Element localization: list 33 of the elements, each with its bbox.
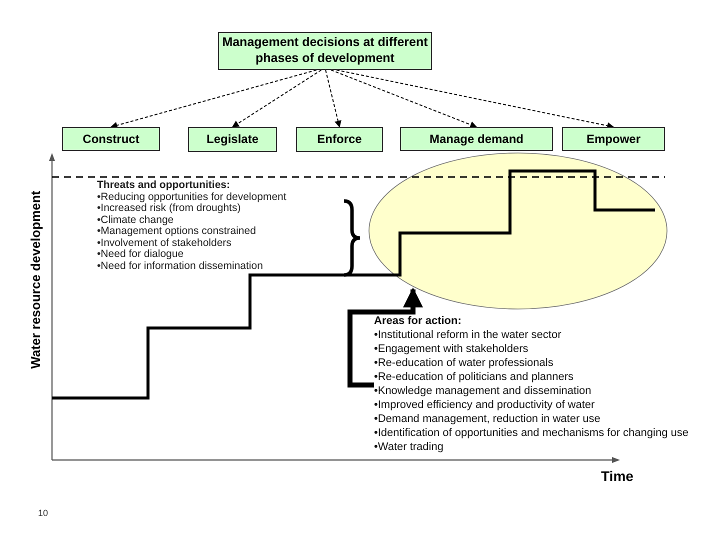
bullet-item: •Management options constrained — [97, 226, 256, 238]
phase-box: Manage demand — [400, 127, 553, 151]
phase-box: Legislate — [188, 127, 277, 152]
dashed-arrow — [110, 70, 317, 129]
section-heading: Threats and opportunities: — [97, 180, 230, 192]
dashed-arrow — [336, 70, 614, 130]
page-number: 10 — [38, 507, 48, 520]
bullet-item: •Climate change — [97, 214, 174, 226]
axis-label: Time — [601, 467, 634, 486]
bullet-item: •Improved efficiency and productivity of water — [374, 398, 595, 412]
bullet-item: •Identification of opportunities and mechanisms for changing use — [374, 426, 688, 440]
bullet-item: •Involvement of stakeholders — [97, 238, 232, 249]
bullet-item: •Demand management, reduction in water use — [374, 412, 600, 426]
bullet-item: •Water trading — [374, 440, 444, 454]
axis-label: Water resource development — [27, 191, 44, 369]
phase-box: Construct — [62, 127, 160, 151]
bullet-item: •Need for information dissemination — [97, 260, 263, 272]
phase-box: Management decisions at different phases of development — [218, 32, 432, 70]
bullet-item: •Knowledge management and dissemination — [374, 384, 592, 398]
section-heading: Areas for action: — [374, 314, 462, 328]
bullet-item: •Reducing opportunities for development — [97, 192, 286, 202]
bullet-item: •Increased risk (from droughts) — [97, 203, 241, 214]
bullet-item: •Need for dialogue — [97, 249, 184, 260]
bullet-item: •Engagement with stakeholders — [374, 342, 528, 356]
thick-arrow — [348, 287, 423, 388]
phase-box: Empower — [562, 127, 665, 151]
bullet-item: •Institutional reform in the water sector — [374, 328, 562, 342]
bullet-item: •Re-education of politicians and planners — [374, 370, 574, 384]
bullet-item: •Re-education of water professionals — [374, 356, 554, 370]
dashed-arrow — [325, 70, 342, 128]
dashed-arrow — [330, 70, 478, 128]
phase-box: Enforce — [296, 127, 383, 152]
dashed-arrow — [232, 70, 322, 128]
